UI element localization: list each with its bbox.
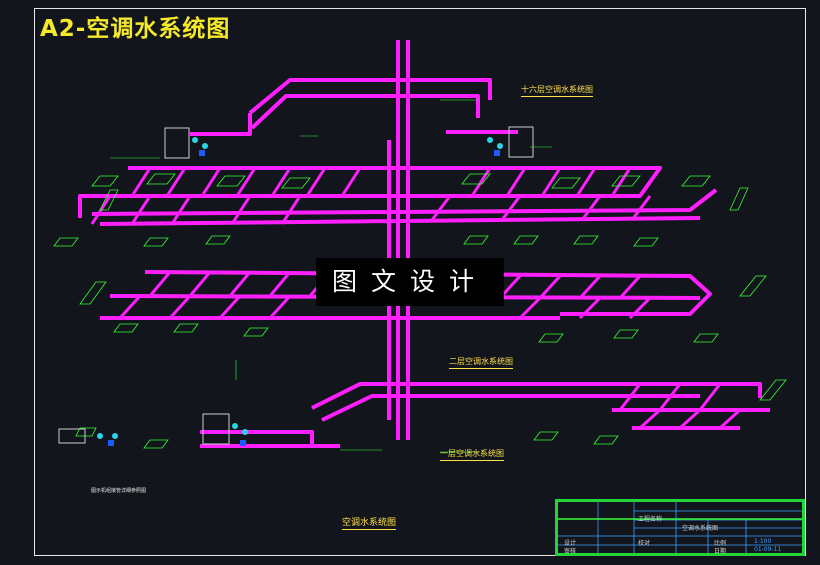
legend-note: 图示机组接管详细参照图 <box>91 488 147 494</box>
reviewer-label: 审核 <box>564 548 577 555</box>
drawing-title: A2-空调水系统图 <box>40 16 231 42</box>
roof-floor-label: 十六层空调水系统图 <box>521 84 593 97</box>
designer-label: 设计 <box>564 540 577 547</box>
first-floor-label: 一层空调水系统图 <box>440 448 504 461</box>
upper-main-2 <box>91 188 718 216</box>
roof-supply-main <box>248 78 492 115</box>
scale-label: 比例 <box>714 540 727 547</box>
watermark: 图文设计 <box>316 258 504 306</box>
drawing-caption: 空调水系统图 <box>342 515 397 530</box>
roof-left-branch <box>190 113 252 136</box>
drawing-frame <box>34 8 806 556</box>
drawing-name-value: 空调水系统图 <box>682 525 719 532</box>
first-main-1 <box>311 382 762 410</box>
title-block-grid <box>558 502 802 553</box>
title-block: 工程名称 空调水系统图 设计 审核 校对 比例 1:100 日期 01-09-1… <box>555 499 805 556</box>
first-main-2 <box>321 394 700 422</box>
upper-main-3 <box>99 216 701 226</box>
middle-main-1 <box>144 270 712 316</box>
upper-main-1 <box>78 166 662 218</box>
project-name-label: 工程名称 <box>638 516 663 523</box>
roof-return-main <box>250 94 480 130</box>
scale-value: 1:100 <box>754 538 772 545</box>
date-value: 01-09-11 <box>754 546 782 553</box>
second-floor-label: 二层空调水系统图 <box>449 356 513 369</box>
date-label: 日期 <box>714 548 727 555</box>
first-main-5 <box>200 430 314 446</box>
checker-label: 校对 <box>638 540 651 547</box>
